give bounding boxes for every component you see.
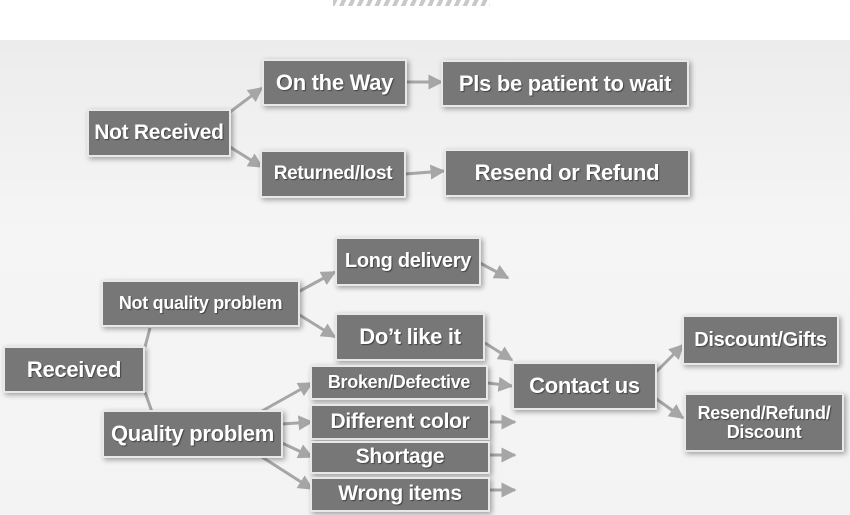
arrow-dont-like-contact: [484, 341, 514, 362]
node-on-the-way: On the Way: [262, 59, 407, 106]
node-resend-or-refund: Resend or Refund: [444, 149, 690, 197]
node-pls-be-patient: Pls be patient to wait: [441, 60, 689, 107]
node-different-color: Different color: [310, 404, 490, 440]
arrow-not-received-returned-lost: [229, 145, 264, 169]
arrow-returned-lost-resend-or-refund: [404, 164, 446, 180]
arrow-not-quality-dont-like: [297, 312, 337, 339]
node-wrong-items: Wrong items: [310, 477, 490, 512]
node-not-received: Not Received: [87, 109, 231, 157]
arrow-not-quality-long-delivery: [297, 270, 337, 294]
node-resend-refund-discount-line2: Discount: [726, 421, 802, 442]
connector-received-not-quality: [143, 327, 152, 348]
arrow-broken-contact: [487, 376, 514, 392]
arrow-quality-broken: [261, 381, 314, 413]
node-discount-gifts: Discount/Gifts: [682, 315, 839, 365]
node-quality-problem: Quality problem: [102, 410, 283, 458]
arrow-contact-resend-refund: [654, 396, 685, 420]
node-returned-lost: Returned/lost: [260, 150, 406, 198]
node-long-delivery: Long delivery: [335, 237, 481, 286]
node-dont-like-it: Do’t like it: [335, 313, 485, 361]
connector-received-quality: [143, 391, 154, 413]
arrow-quality-shortage: [281, 441, 314, 459]
node-shortage: Shortage: [310, 441, 490, 474]
node-contact-us: Contact us: [512, 362, 657, 410]
arrow-quality-different-color: [281, 415, 314, 431]
node-resend-refund-discount-line1: Resend/Refund/: [697, 402, 831, 423]
node-received: Received: [3, 346, 145, 393]
decorative-stripe: [333, 0, 490, 6]
arrow-contact-discount-gifts: [653, 343, 685, 375]
node-resend-refund-discount: Resend/Refund/ Discount: [684, 393, 844, 452]
node-broken-defective: Broken/Defective: [310, 365, 488, 400]
arrow-quality-wrong-items: [261, 455, 314, 491]
node-not-quality-problem: Not quality problem: [101, 280, 300, 327]
arrow-not-received-on-the-way: [229, 86, 264, 114]
arrow-long-delivery-out: [479, 261, 510, 280]
